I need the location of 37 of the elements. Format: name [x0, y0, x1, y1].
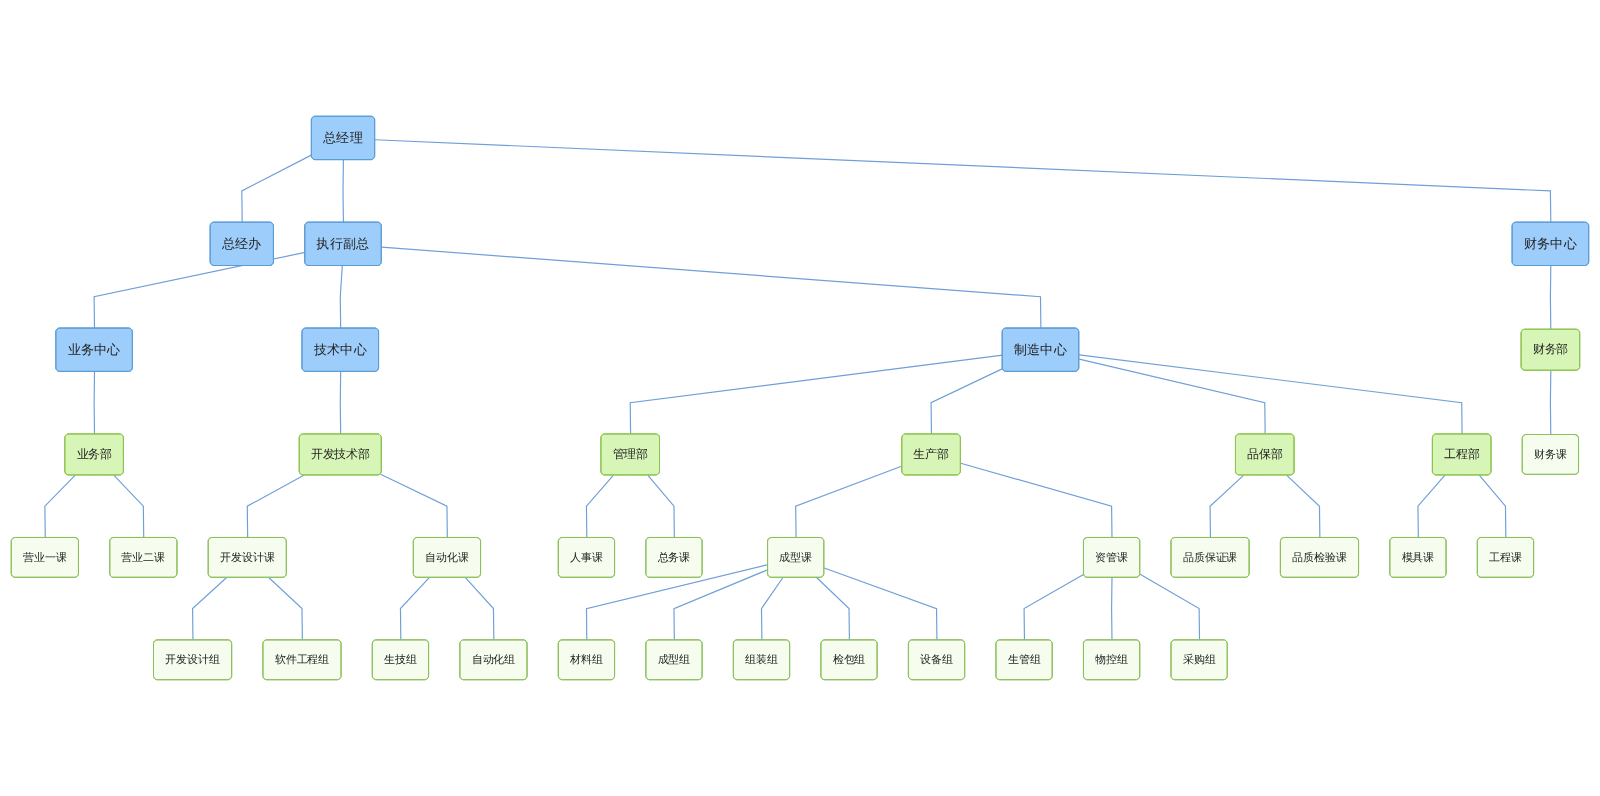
connector [1549, 265, 1552, 331]
connector [1478, 474, 1507, 539]
connector [760, 577, 784, 641]
connector [1549, 370, 1552, 436]
connector [1417, 474, 1446, 539]
connector [930, 368, 1004, 435]
connector [823, 567, 938, 641]
connector [585, 564, 769, 641]
connector [585, 474, 614, 539]
connector [342, 159, 344, 224]
connector [381, 246, 1042, 330]
connector [1023, 573, 1085, 641]
connector [673, 569, 769, 641]
connector [795, 465, 903, 539]
connector [268, 577, 303, 641]
connector [339, 265, 343, 330]
connector [339, 371, 342, 435]
connector [113, 474, 145, 539]
connector [192, 577, 227, 641]
connector [93, 371, 96, 435]
connector [44, 474, 76, 539]
connector [241, 154, 313, 224]
connector [464, 577, 495, 641]
connector [1139, 573, 1201, 641]
connector [816, 577, 850, 641]
connector [246, 474, 305, 539]
connector [380, 473, 448, 539]
connector [1209, 474, 1245, 539]
connector [374, 139, 1552, 224]
connector [629, 354, 1004, 435]
connector [1078, 354, 1463, 435]
connector [399, 577, 430, 641]
connector [1286, 474, 1321, 539]
connector [647, 474, 675, 539]
connector [1111, 577, 1113, 641]
connector [1078, 358, 1266, 435]
connector [960, 462, 1113, 539]
